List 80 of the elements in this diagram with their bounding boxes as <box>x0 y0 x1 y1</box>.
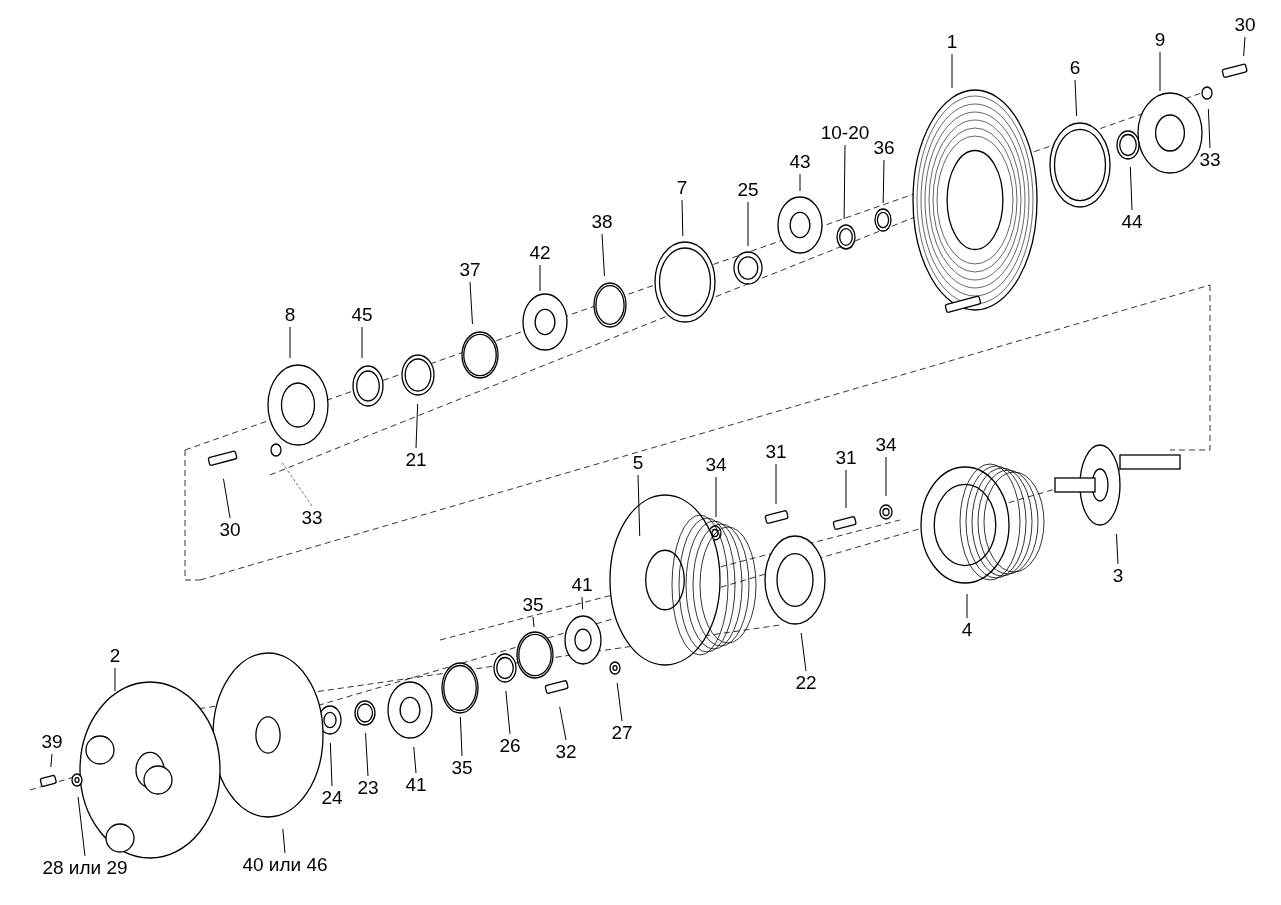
leader-line <box>365 732 369 777</box>
callout-number: 4 <box>961 620 973 640</box>
leader-line <box>845 469 847 509</box>
leader-line <box>843 144 846 220</box>
callout-number: 45 <box>351 305 373 325</box>
callout-number: 42 <box>529 243 551 263</box>
callout-number: 22 <box>795 673 817 693</box>
leader-line <box>775 463 777 505</box>
callout-number: 31 <box>835 448 857 468</box>
leader-line <box>413 746 417 774</box>
leader-line <box>799 173 801 192</box>
callout-number: 28 или 29 <box>42 858 128 878</box>
leader-line <box>1243 36 1246 57</box>
callout-number: 8 <box>284 305 296 325</box>
leader-line <box>329 742 333 787</box>
leader-line <box>601 233 605 277</box>
callout-number: 6 <box>1069 58 1081 78</box>
leader-line <box>966 593 968 619</box>
callout-number: 9 <box>1154 30 1166 50</box>
leader-line <box>581 596 584 610</box>
leader-line <box>223 478 231 519</box>
callout-number: 39 <box>41 732 63 752</box>
callout-number: 7 <box>676 178 688 198</box>
leader-line <box>505 690 511 735</box>
leader-line <box>885 456 887 497</box>
callout-number: 3 <box>1112 566 1124 586</box>
leader-line <box>715 476 717 518</box>
leader-line <box>1074 79 1078 117</box>
callout-number: 26 <box>499 736 521 756</box>
leader-line <box>1159 51 1161 92</box>
leader-line <box>459 716 463 757</box>
leader-line <box>559 706 567 741</box>
leader-line <box>539 264 541 292</box>
leader-line <box>882 159 885 204</box>
leader-line <box>282 828 286 854</box>
leader-line <box>1115 533 1119 565</box>
leader-line <box>616 682 623 722</box>
callout-number: 33 <box>1199 150 1221 170</box>
leader-line <box>77 796 86 857</box>
leader-line <box>415 403 419 449</box>
leader-line <box>1129 166 1133 211</box>
callout-number: 44 <box>1121 212 1143 232</box>
callout-number: 21 <box>405 450 427 470</box>
callout-number: 23 <box>357 778 379 798</box>
callout-number: 41 <box>405 775 427 795</box>
callout-number: 25 <box>737 180 759 200</box>
callout-number: 36 <box>873 138 895 158</box>
callout-number: 33 <box>301 508 323 528</box>
leader-line <box>532 616 535 628</box>
leader-line <box>747 201 749 247</box>
callout-number: 41 <box>571 575 593 595</box>
leader-line <box>800 632 807 672</box>
callout-number: 10-20 <box>820 123 870 143</box>
leader-line <box>637 474 641 537</box>
leader-line <box>50 753 53 768</box>
leader-line <box>361 326 363 359</box>
callout-number: 37 <box>459 260 481 280</box>
callout-number: 32 <box>555 742 577 762</box>
callout-number: 30 <box>219 520 241 540</box>
callout-number: 1 <box>946 32 958 52</box>
leader-line <box>114 667 116 692</box>
callout-number: 34 <box>705 455 727 475</box>
callout-number: 31 <box>765 442 787 462</box>
leader-line <box>951 53 953 89</box>
callout-number: 40 или 46 <box>242 855 328 875</box>
leader-line <box>681 199 684 237</box>
callout-number: 27 <box>611 723 633 743</box>
callout-number: 38 <box>591 212 613 232</box>
leader-line <box>281 461 313 507</box>
leader-line <box>289 326 291 359</box>
callout-number: 30 <box>1234 15 1256 35</box>
callout-number: 35 <box>522 595 544 615</box>
callout-number: 2 <box>109 646 121 666</box>
callout-number: 43 <box>789 152 811 172</box>
callout-number: 24 <box>321 788 343 808</box>
callout-number: 34 <box>875 435 897 455</box>
leader-line <box>469 281 473 325</box>
callout-number: 35 <box>451 758 473 778</box>
callout-number: 5 <box>632 453 644 473</box>
leader-line <box>1207 108 1211 149</box>
